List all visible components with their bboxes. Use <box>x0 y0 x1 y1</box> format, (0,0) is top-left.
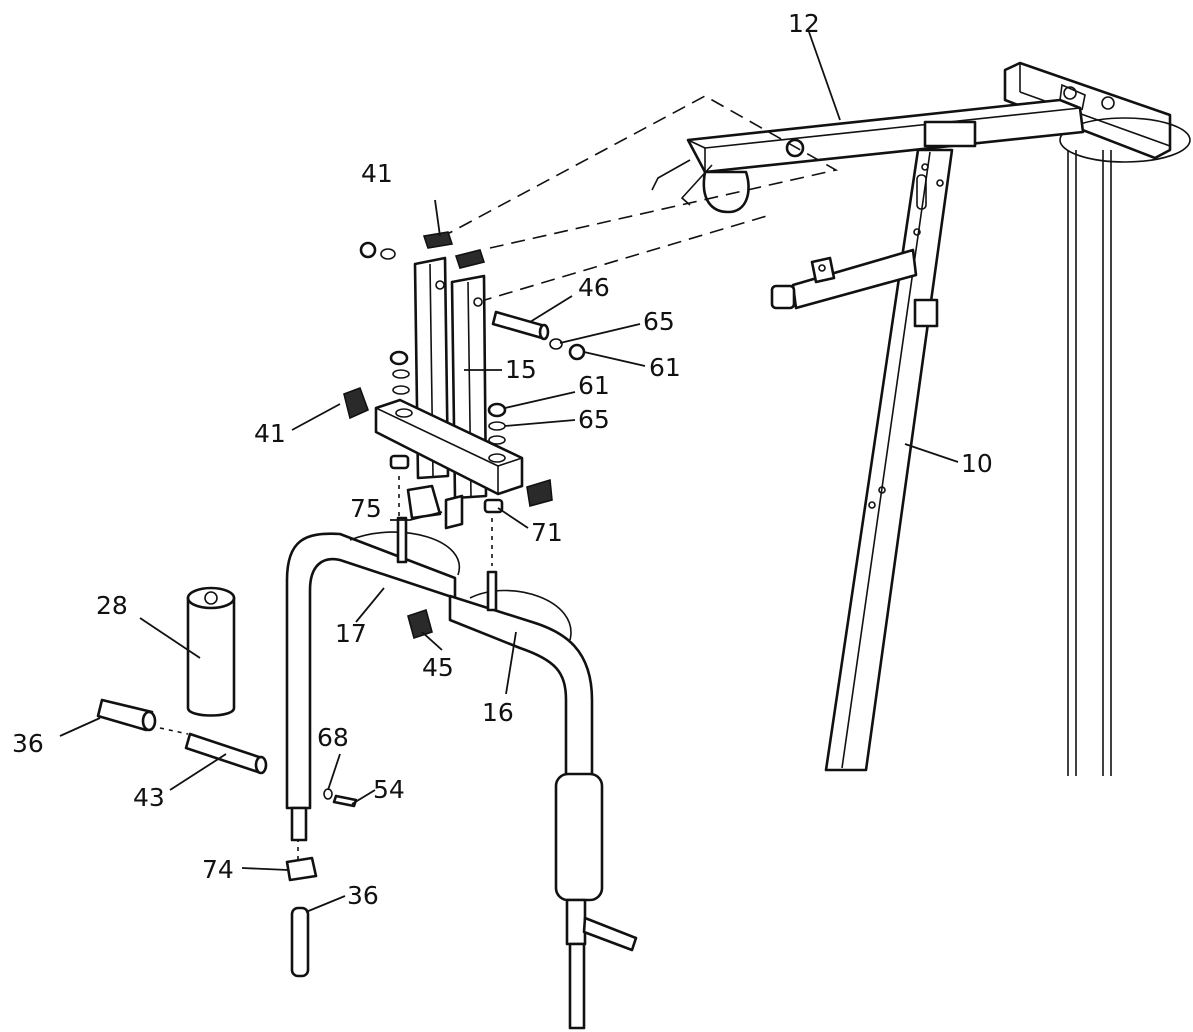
callout-45: 45 <box>422 653 454 682</box>
callout-41: 41 <box>361 159 393 188</box>
callout-54: 54 <box>373 775 405 804</box>
part-54-68-bolt-washer <box>323 788 358 808</box>
part-12-top-arm <box>651 83 1086 214</box>
callout-15: 15 <box>505 355 537 384</box>
part-17-left-leg <box>285 516 461 842</box>
callout-68: 68 <box>317 723 349 752</box>
callout-61: 61 <box>649 353 681 382</box>
part-36-short-roller <box>96 698 157 732</box>
callout-36: 36 <box>347 881 379 910</box>
part-46-pin <box>491 310 550 341</box>
part-28-foam-roller <box>186 586 236 717</box>
callout-46: 46 <box>578 273 610 302</box>
part-16-right-leg <box>448 570 638 1030</box>
part-10-upright-frame <box>824 148 954 772</box>
callout-65: 65 <box>643 307 675 336</box>
callout-16: 16 <box>482 698 514 727</box>
part-75-plates <box>406 484 464 530</box>
callout-10: 10 <box>961 449 993 478</box>
frame-side-arm <box>770 248 918 310</box>
callout-28: 28 <box>96 591 128 620</box>
callout-74: 74 <box>202 855 234 884</box>
callout-36: 36 <box>12 729 44 758</box>
leader-lines <box>59 31 959 913</box>
crossbar-bracket <box>374 398 524 496</box>
callout-12: 12 <box>788 9 820 38</box>
part-41-end-caps <box>343 231 553 508</box>
part-71-bushings <box>389 454 504 514</box>
callout-43: 43 <box>133 783 165 812</box>
callout-75: 75 <box>350 494 382 523</box>
part-74-foot <box>285 856 318 882</box>
part-43-axle <box>184 732 268 775</box>
part-45-cap <box>407 608 433 640</box>
part-36-bottom-roller <box>290 906 310 978</box>
callout-61: 61 <box>578 371 610 400</box>
callout-71: 71 <box>531 518 563 547</box>
callout-17: 17 <box>335 619 367 648</box>
callout-65: 65 <box>578 405 610 434</box>
callout-41: 41 <box>254 419 286 448</box>
callout-labels: 12 41 46 65 61 15 61 41 65 10 75 71 28 1… <box>12 9 993 910</box>
rear-guide-rods <box>1067 150 1112 776</box>
